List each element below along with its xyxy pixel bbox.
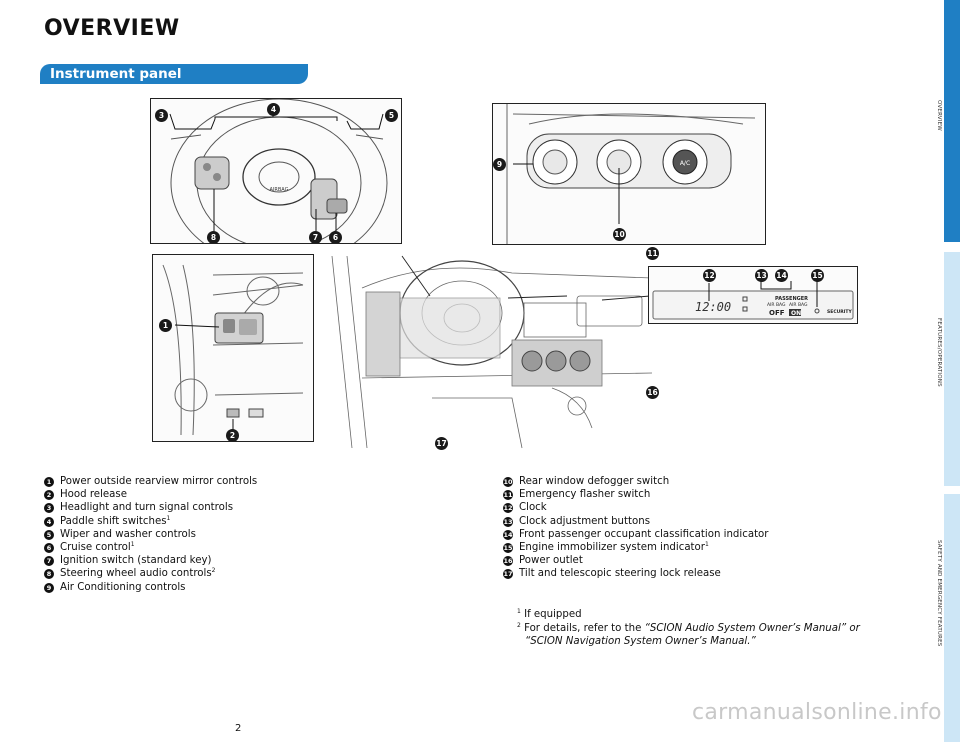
callout-1: 1 xyxy=(159,319,172,332)
dashboard-overview-drawing xyxy=(331,255,653,449)
page-number: 2 xyxy=(235,723,242,734)
airbag-off-label: OFF xyxy=(769,309,785,317)
airbag-left-label: AIR BAG xyxy=(767,302,786,308)
airbag-right-label: AIR BAG xyxy=(789,302,808,308)
steering-wheel-drawing: AIRBAG xyxy=(169,99,388,243)
footnotes: 1 If equipped 2 For details, refer to th… xyxy=(517,608,897,649)
airbag-on-label: ON xyxy=(791,310,801,317)
footnote-2-continued: “SCION Navigation System Owner’s Manual.… xyxy=(525,636,756,647)
watermark: carmanualsonline.info xyxy=(692,700,942,725)
footnote-2: 2 For details, refer to the “SCION Audio… xyxy=(517,621,860,634)
tab-features-operations[interactable] xyxy=(944,252,960,486)
callout-13: 13 xyxy=(755,269,768,282)
callout-14: 14 xyxy=(775,269,788,282)
callout-6: 6 xyxy=(329,231,342,243)
callout-11: 11 xyxy=(646,247,659,260)
tab-safety[interactable] xyxy=(944,494,960,742)
steering-wheel-panel: AIRBAG 3 4 5 8 7 6 xyxy=(150,98,402,244)
callout-12: 12 xyxy=(703,269,716,282)
tab-overview[interactable] xyxy=(944,0,960,242)
airbag-label: AIRBAG xyxy=(269,187,288,193)
tab-safety-label: SAFETY AND EMERGENCY FEATURES xyxy=(936,540,942,647)
left-dash-panel: 1 2 xyxy=(152,254,314,442)
left-dash-drawing xyxy=(162,264,304,436)
passenger-label: PASSENGER xyxy=(775,296,808,302)
callout-17: 17 xyxy=(435,437,448,450)
callout-16: 16 xyxy=(646,386,659,399)
clock-display-drawing: 12:00 PASSENGER AIR BAG AIR BAG OFF ON S… xyxy=(652,279,854,320)
clock-display-panel: 12:00 PASSENGER AIR BAG AIR BAG OFF ON S… xyxy=(648,266,858,324)
ac-label: A/C xyxy=(680,160,690,167)
callout-8: 8 xyxy=(207,231,220,243)
section-banner: Instrument panel xyxy=(40,64,308,84)
callout-5: 5 xyxy=(385,109,398,122)
clock-readout: 12:00 xyxy=(695,300,731,314)
callout-4: 4 xyxy=(267,103,280,116)
tab-overview-label: OVERVIEW xyxy=(936,100,942,131)
climate-control-drawing: A/C xyxy=(506,104,756,244)
callout-15: 15 xyxy=(811,269,824,282)
callout-10: 10 xyxy=(613,228,626,241)
tab-features-operations-label: FEATURES/OPERATIONS xyxy=(936,318,942,387)
climate-control-panel: A/C 9 10 xyxy=(492,103,766,245)
callout-9: 9 xyxy=(493,158,506,171)
footnote-1: 1 If equipped xyxy=(517,608,582,621)
callout-3: 3 xyxy=(155,109,168,122)
callout-7: 7 xyxy=(309,231,322,243)
security-label: SECURITY xyxy=(827,309,852,315)
page-title: OVERVIEW xyxy=(44,16,180,41)
callout-2: 2 xyxy=(226,429,239,441)
